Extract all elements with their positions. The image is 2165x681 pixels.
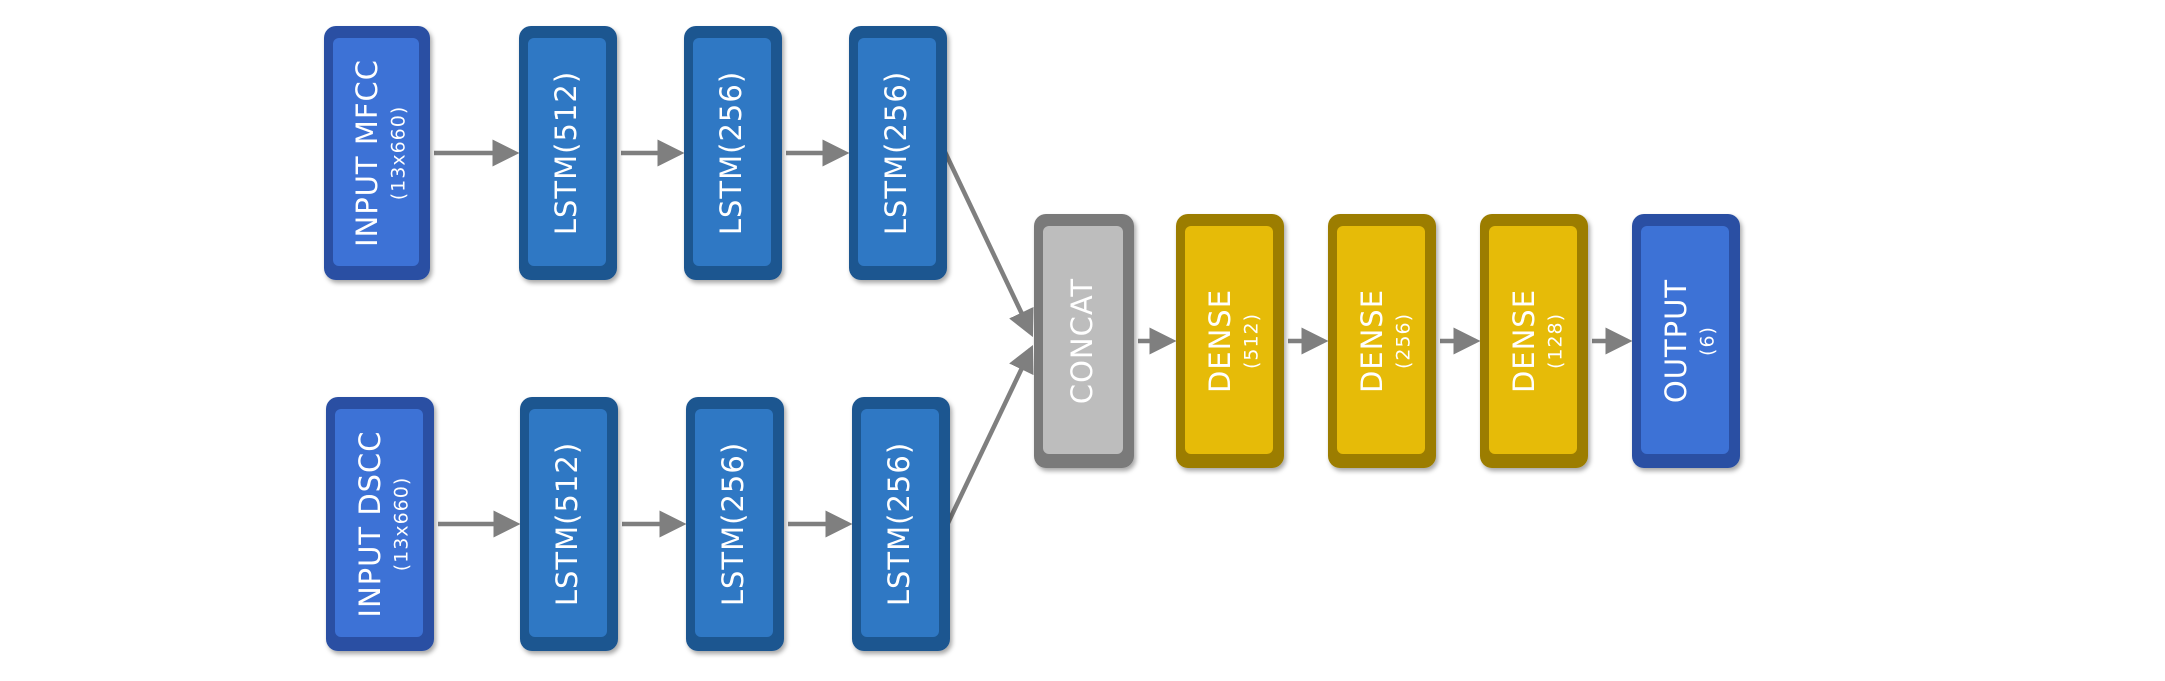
dense-1-sublabel: (512) [1241,313,1263,369]
input-mfcc-sublabel: (13x660) [388,106,410,201]
lstm-bottom-2-node: LSTM(256) [686,397,784,651]
input-dscc-node: INPUT DSCC(13x660) [326,397,434,651]
lstm-top-3-node: LSTM(256) [849,26,947,280]
lstm-top-2-label: LSTM(256) [714,71,748,235]
dense-2-sublabel: (256) [1393,313,1415,369]
concat-face [1043,226,1123,454]
input-dscc-face [335,409,423,637]
dense-2-face [1337,226,1425,454]
lstm-bottom-1-label: LSTM(512) [550,442,584,606]
concat-node: CONCAT [1034,214,1134,468]
lstm-bottom-3-node: LSTM(256) [852,397,950,651]
output-face [1641,226,1729,454]
lstm-top-1-node: LSTM(512) [519,26,617,280]
lstm-top-2-node: LSTM(256) [684,26,782,280]
lstm-top-3-face [858,38,936,266]
dense-3-label: DENSE [1507,289,1541,393]
lstm-top-3-label: LSTM(256) [879,71,913,235]
dense-3-sublabel: (128) [1545,313,1567,369]
input-mfcc-label: INPUT MFCC [350,59,384,247]
edges-layer [434,139,1633,538]
dense-3-node: DENSE(128) [1480,214,1588,468]
input-mfcc-face [333,38,419,266]
lstm-bottom-3-label: LSTM(256) [882,442,916,606]
input-dscc-sublabel: (13x660) [391,477,413,572]
input-dscc-label: INPUT DSCC [353,430,387,617]
lstm-bottom-1-node: LSTM(512) [520,397,618,651]
arrow-lstm-top-3-to-concat [942,151,1034,338]
lstm-top-2-face [693,38,771,266]
lstm-bottom-3-face [861,409,939,637]
lstm-top-1-label: LSTM(512) [549,71,583,235]
output-label: OUTPUT [1659,279,1693,403]
input-mfcc-node: INPUT MFCC(13x660) [324,26,430,280]
dense-2-label: DENSE [1355,289,1389,393]
concat-label: CONCAT [1065,278,1099,404]
dense-1-face [1185,226,1273,454]
lstm-bottom-1-face [529,409,607,637]
nodes-layer: INPUT MFCC(13x660)LSTM(512)LSTM(256)LSTM… [324,26,1740,651]
dense-1-node: DENSE(512) [1176,214,1284,468]
lstm-bottom-2-face [695,409,773,637]
output-node: OUTPUT(6) [1632,214,1740,468]
dense-2-node: DENSE(256) [1328,214,1436,468]
arrow-lstm-bottom-3-to-concat [945,344,1034,524]
lstm-top-1-face [528,38,606,266]
lstm-bottom-2-label: LSTM(256) [716,442,750,606]
output-sublabel: (6) [1697,326,1719,356]
dense-1-label: DENSE [1203,289,1237,393]
dense-3-face [1489,226,1577,454]
